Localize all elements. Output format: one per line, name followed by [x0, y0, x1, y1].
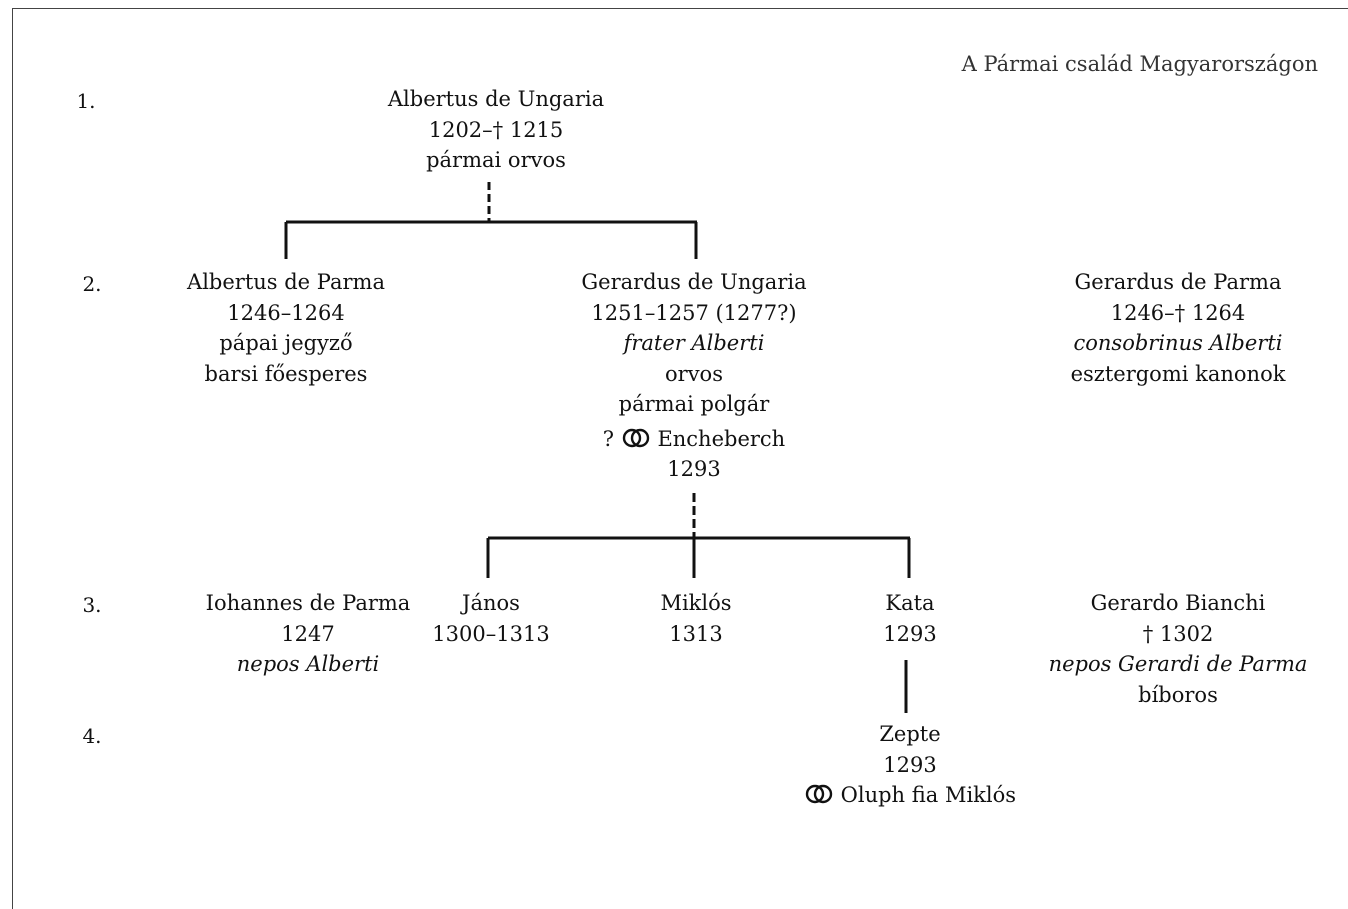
person-role: esztergomi kanonok: [1070, 361, 1286, 386]
person-relation: nepos Gerardi de Parma: [1048, 652, 1308, 676]
person-marriage: Oluph fia Miklós: [770, 780, 1050, 811]
person-name: Iohannes de Parma: [205, 591, 411, 615]
diagram-title: A Pármai család Magyarországon: [961, 52, 1318, 76]
person-name: Gerardus de Parma: [1074, 270, 1282, 294]
person-name: Kata: [885, 591, 935, 615]
marriage-rings-icon: [622, 428, 649, 447]
person-dates: 1313: [669, 621, 723, 646]
person-gerardus-de-ungaria: Gerardus de Ungaria 1251–1257 (1277?) fr…: [554, 267, 834, 485]
person-dates: 1300–1313: [432, 621, 550, 646]
person-albertus-de-parma: Albertus de Parma 1246–1264 pápai jegyző…: [156, 267, 416, 389]
person-dates: 1202–† 1215: [428, 117, 564, 142]
person-albertus-de-ungaria: Albertus de Ungaria 1202–† 1215 pármai o…: [366, 84, 626, 176]
person-dates: † 1302: [1142, 621, 1214, 646]
person-dates: 1246–1264: [227, 300, 345, 325]
person-relation: consobrinus Alberti: [1073, 331, 1283, 355]
generation-label-1: 1.: [76, 89, 96, 113]
person-name: Albertus de Parma: [187, 270, 385, 294]
person-zepte: Zepte 1293 Oluph fia Miklós: [770, 719, 1050, 811]
diagram-frame: [12, 8, 1348, 909]
person-dates: 1293: [883, 621, 937, 646]
person-iohannes-de-parma: Iohannes de Parma 1247 nepos Alberti: [188, 588, 428, 680]
person-name: Albertus de Ungaria: [387, 87, 605, 111]
person-role: pármai orvos: [426, 148, 566, 172]
person-name: János: [462, 591, 520, 615]
person-role: pápai jegyző: [219, 331, 353, 355]
person-role: bíboros: [1138, 682, 1218, 707]
person-janos: János 1300–1313: [421, 588, 561, 649]
person-relation: frater Alberti: [623, 331, 765, 355]
person-miklos: Miklós 1313: [636, 588, 756, 649]
person-name: Gerardus de Ungaria: [581, 270, 807, 294]
person-relation: nepos Alberti: [236, 652, 380, 676]
person-gerardo-bianchi: Gerardo Bianchi † 1302 nepos Gerardi de …: [1048, 588, 1308, 710]
person-dates: 1293: [883, 752, 937, 777]
person-role: pármai polgár: [618, 392, 770, 416]
person-name: Miklós: [660, 591, 732, 615]
generation-label-3: 3.: [82, 593, 102, 617]
marriage-rings-icon: [805, 784, 833, 804]
person-dates: 1247: [281, 621, 335, 646]
spouse-name: Oluph fia Miklós: [840, 783, 1017, 807]
person-dates: 1251–1257 (1277?): [591, 300, 797, 325]
generation-label-2: 2.: [82, 272, 102, 296]
person-role: barsi főesperes: [204, 361, 368, 386]
spouse-date: 1293: [667, 457, 721, 481]
person-name: Gerardo Bianchi: [1090, 591, 1266, 615]
person-name: Zepte: [879, 722, 941, 746]
spouse-name: Encheberch: [657, 426, 786, 451]
person-role: orvos: [665, 361, 723, 386]
person-marriage: ? Encheberch: [554, 424, 834, 455]
person-dates: 1246–† 1264: [1110, 300, 1246, 325]
person-gerardus-de-parma: Gerardus de Parma 1246–† 1264 consobrinu…: [1048, 267, 1308, 389]
marriage-uncertain-mark: ?: [602, 426, 615, 451]
person-kata: Kata 1293: [850, 588, 970, 649]
generation-label-4: 4.: [82, 724, 102, 748]
